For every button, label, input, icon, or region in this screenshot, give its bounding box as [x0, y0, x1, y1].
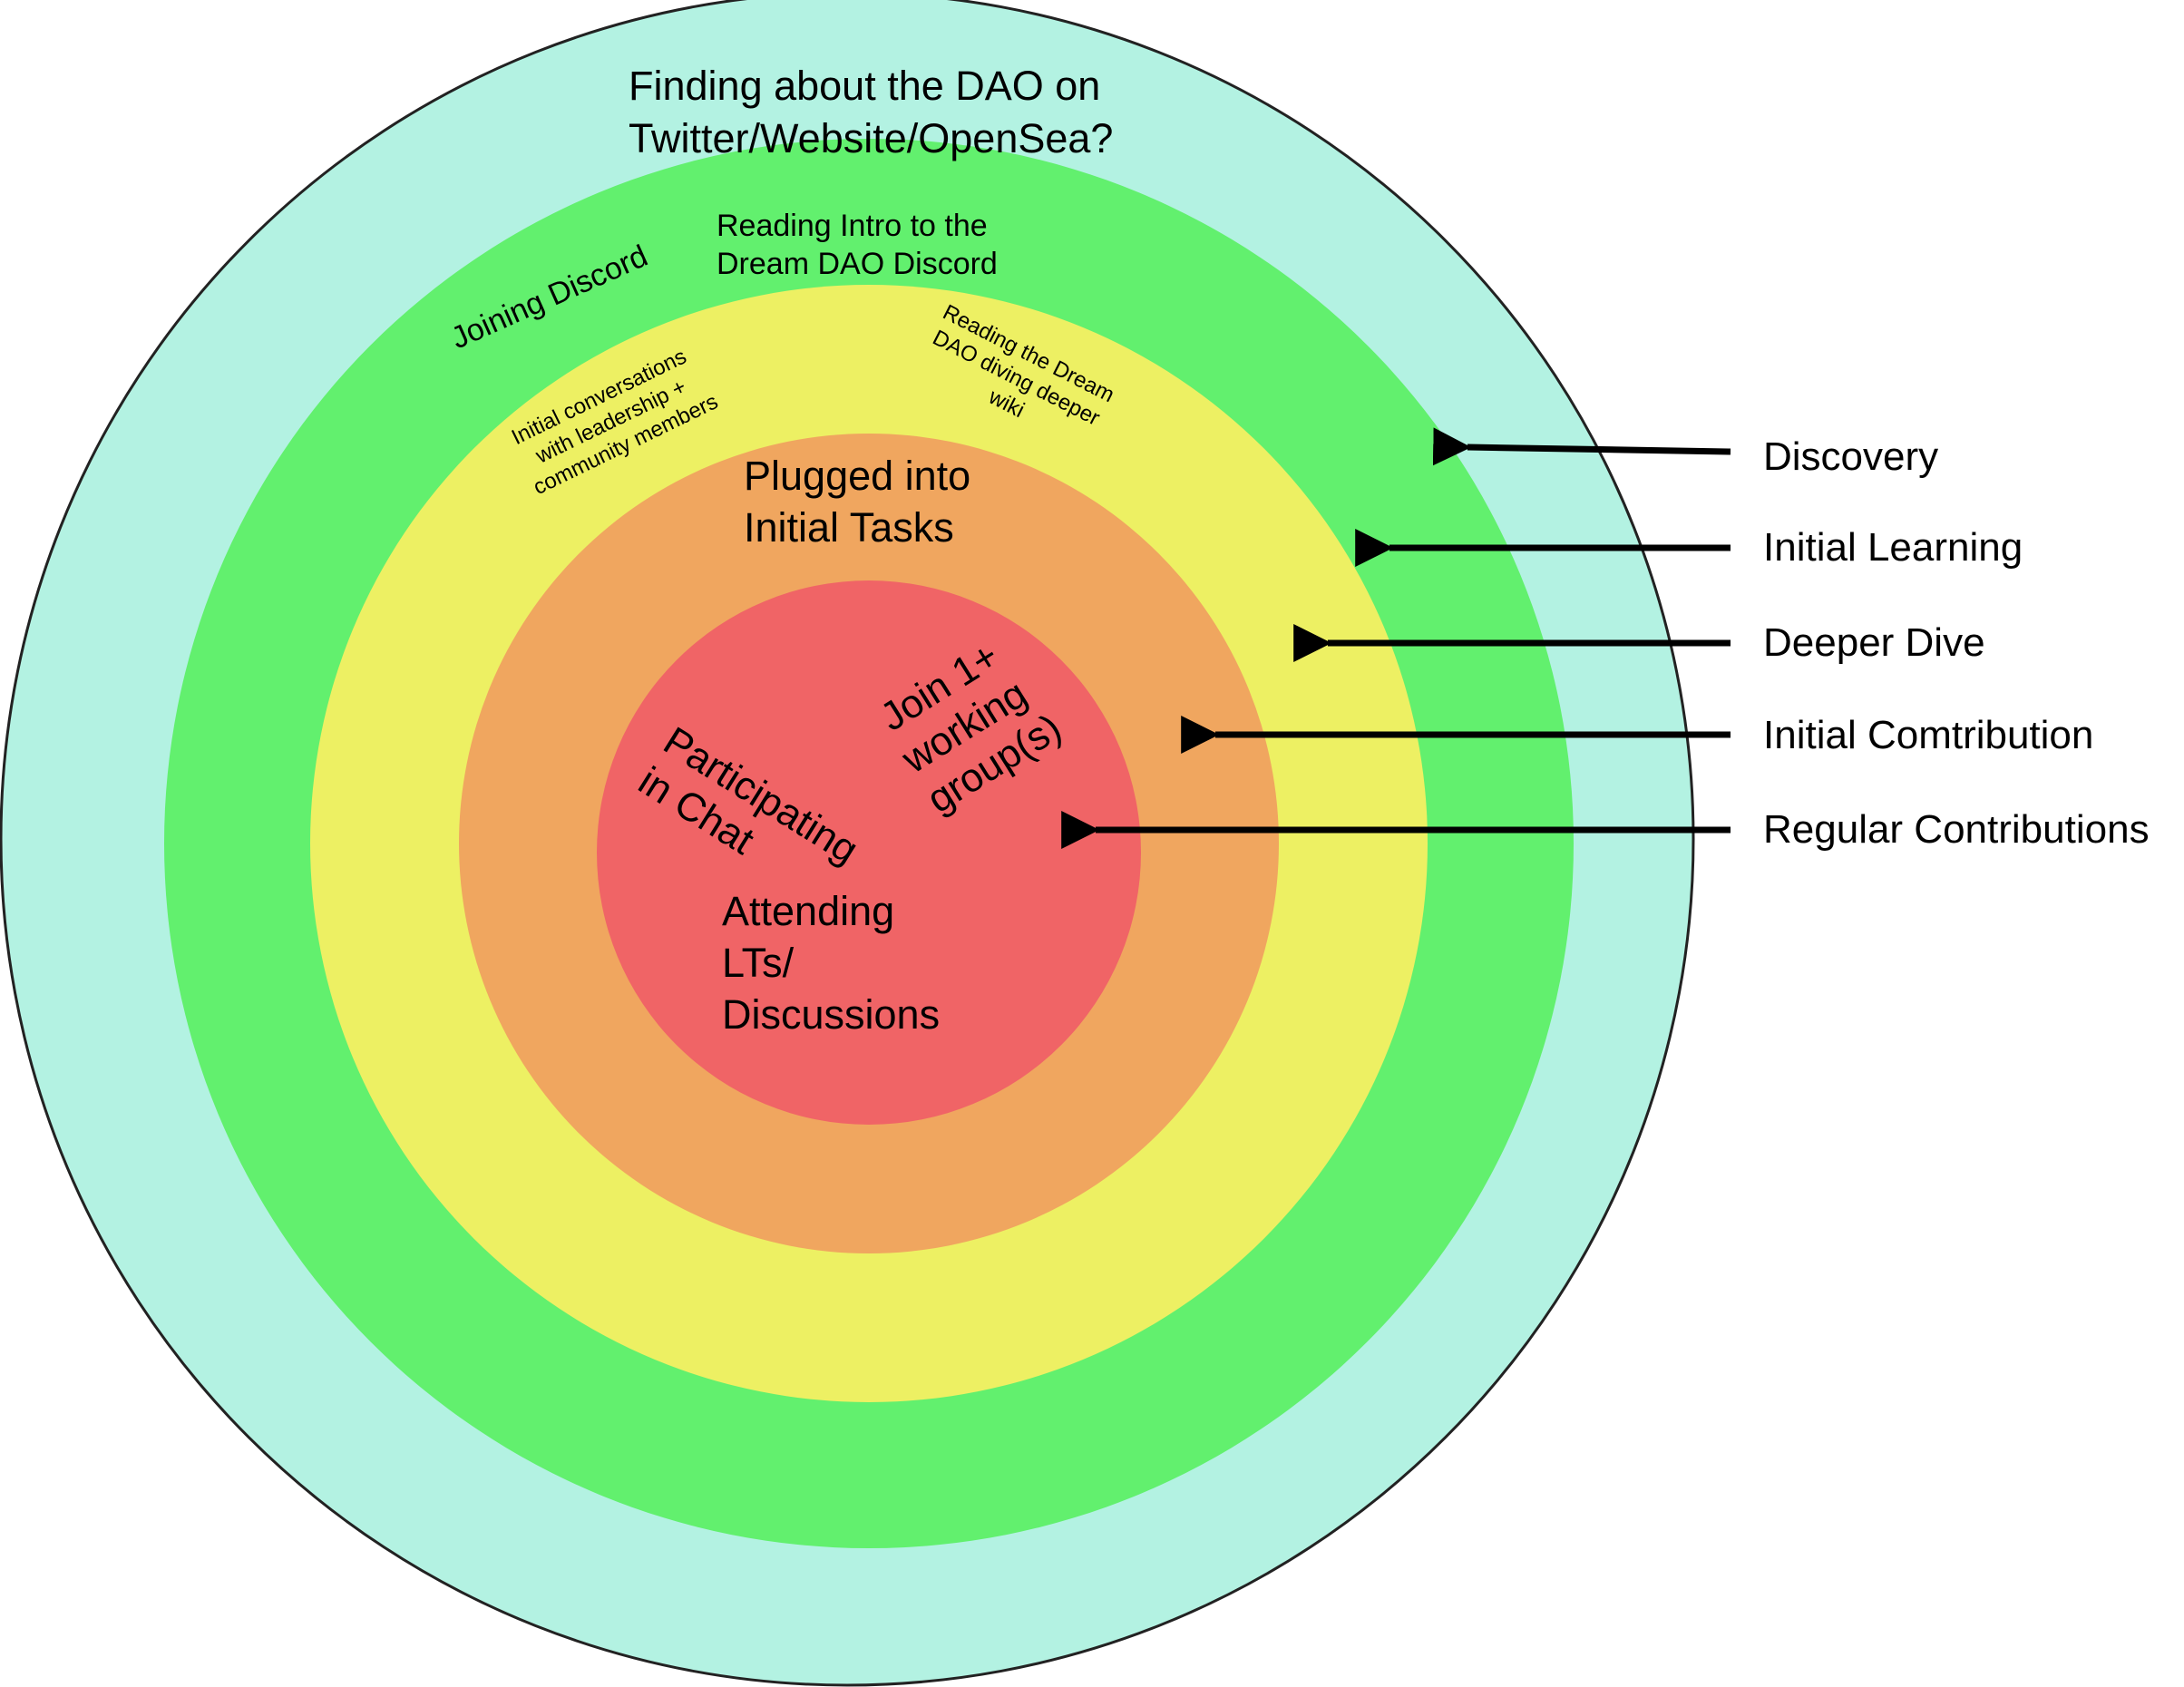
stage-label-initial-contribution: Initial Comtribution [1763, 713, 2093, 757]
plugged-line2: Initial Tasks [744, 504, 954, 551]
discovery-label-line2: Twitter/Website/OpenSea? [629, 115, 1113, 161]
stage-label-regular-contributions: Regular Contributions [1763, 807, 2150, 852]
attending-line3: Discussions [722, 991, 940, 1038]
stage-label-initial-learning: Initial Learning [1763, 525, 2023, 570]
reading-intro-label: Reading Intro to the Dream DAO Discord [717, 209, 998, 281]
stage-label-discovery: Discovery [1763, 434, 1938, 479]
plugged-line1: Plugged into [744, 453, 970, 499]
attending-line2: LTs/ [722, 940, 795, 986]
ring-regular-contributions [597, 580, 1141, 1125]
discovery-label: Finding about the DAO on Twitter/Website… [629, 63, 1113, 161]
attending-line1: Attending [722, 888, 894, 934]
attending-discussions-label: Attending LTs/ Discussions [722, 888, 940, 1038]
reading-intro-line1: Reading Intro to the [717, 209, 988, 243]
discovery-label-line1: Finding about the DAO on [629, 63, 1100, 109]
stage-label-deeper-dive: Deeper Dive [1763, 620, 1985, 665]
reading-intro-line2: Dream DAO Discord [717, 247, 998, 281]
arrow-discovery [1432, 427, 1731, 466]
plugged-into-tasks-label: Plugged into Initial Tasks [744, 453, 982, 551]
